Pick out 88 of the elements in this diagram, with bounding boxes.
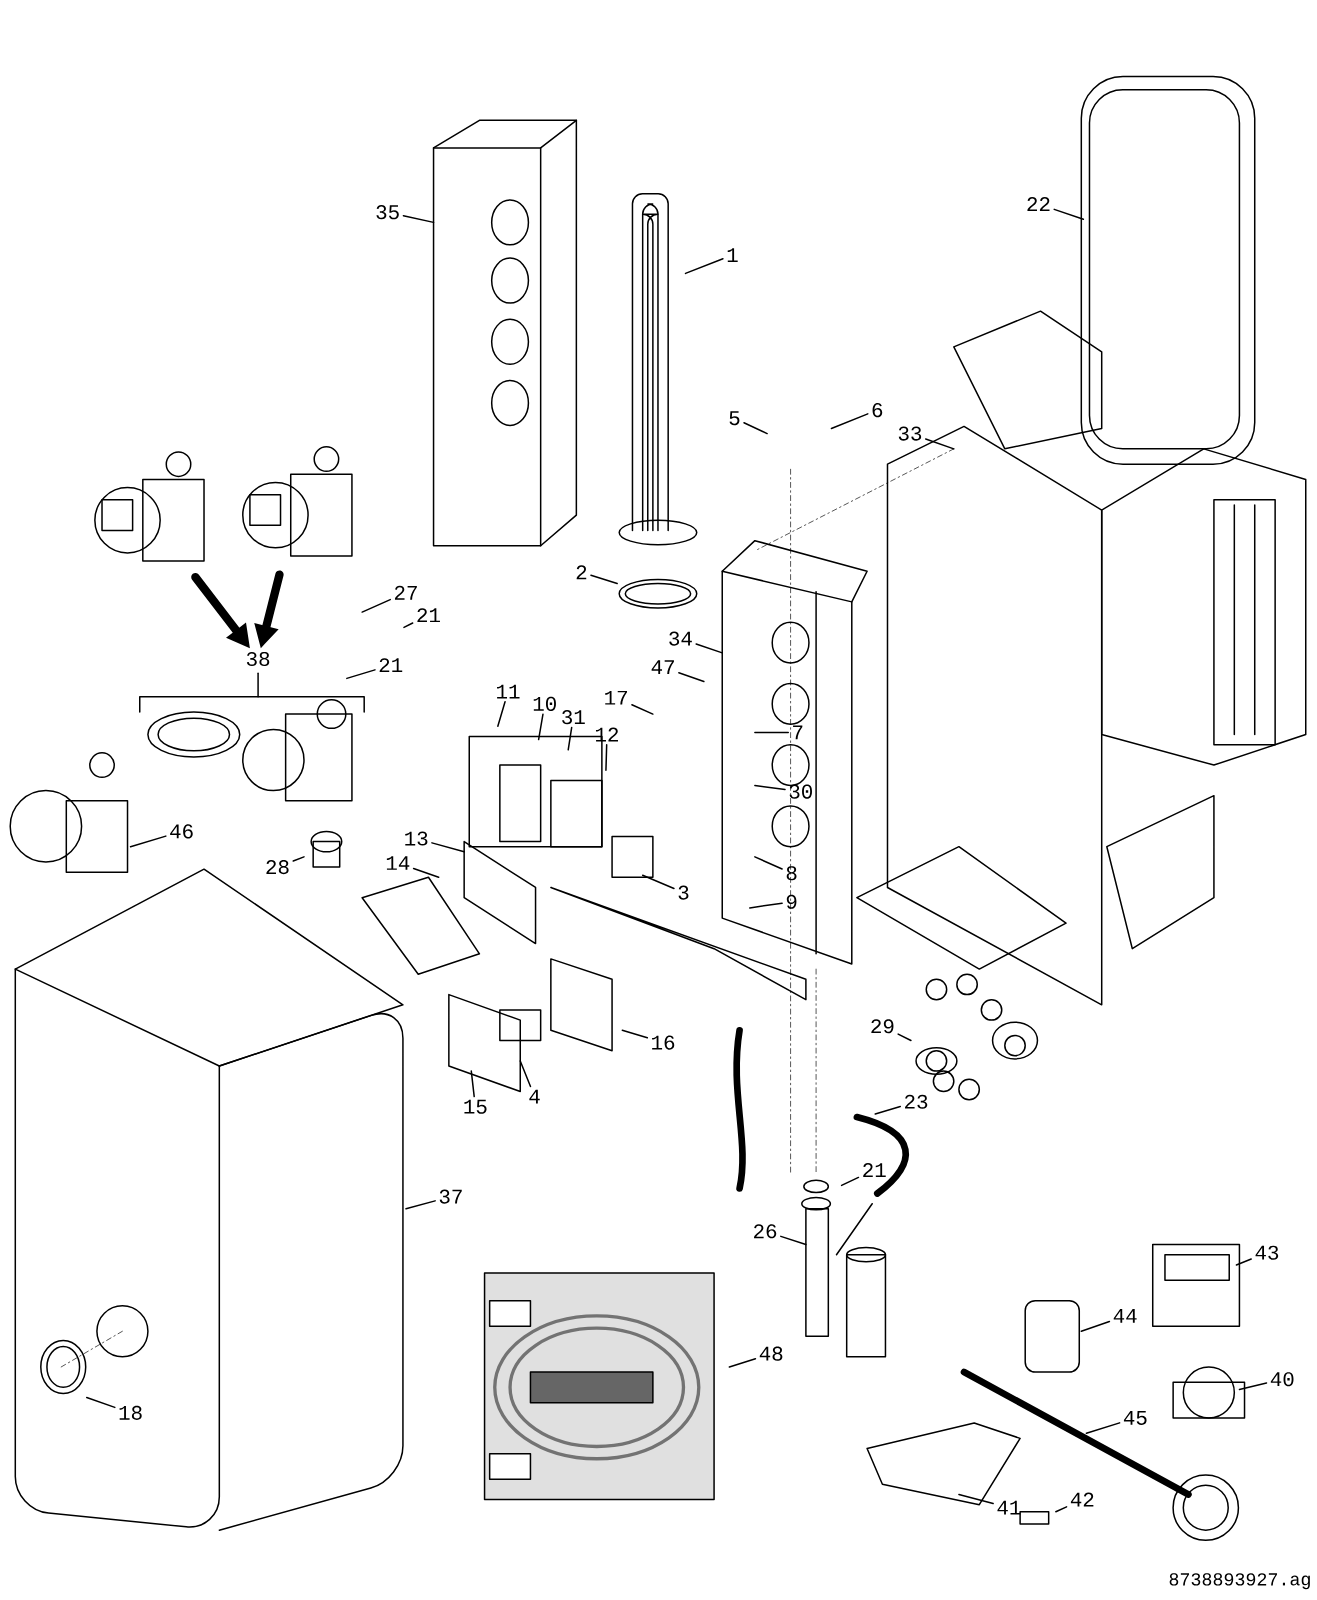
leader-line — [590, 574, 618, 585]
callout-number: 27 — [394, 585, 417, 600]
callout-number: 5 — [729, 411, 740, 426]
leader-line — [641, 874, 675, 890]
callout-number: 41 — [997, 1500, 1021, 1515]
leader-line — [631, 704, 654, 715]
leader-line — [897, 1033, 912, 1042]
leader-line — [695, 643, 723, 654]
leader-line — [85, 1396, 116, 1409]
callout-number: 21 — [863, 1163, 886, 1178]
callout-number: 47 — [651, 660, 674, 674]
callout-number: 28 — [266, 860, 289, 875]
callout-number: 45 — [1123, 1411, 1147, 1425]
callout-number: 34 — [669, 631, 692, 646]
callout-number: 40 — [1270, 1372, 1294, 1387]
leader-line — [1085, 1422, 1121, 1434]
callout-number: 30 — [789, 784, 812, 799]
leader-line — [743, 421, 768, 435]
callout-number: 9 — [786, 894, 797, 909]
pump-picture — [242, 446, 353, 557]
callout-number: 43 — [1255, 1245, 1279, 1260]
callout-number: 1 — [727, 248, 738, 262]
leader-line — [519, 1060, 532, 1088]
leader-line — [780, 1235, 807, 1246]
callout-number: 23 — [905, 1094, 928, 1109]
leader-line — [874, 1105, 902, 1115]
leader-line — [678, 671, 705, 683]
leader-line — [605, 743, 608, 771]
leader-line — [754, 784, 786, 791]
leader-line — [1053, 208, 1085, 221]
callout-number: 35 — [376, 205, 399, 220]
leader-line — [830, 413, 869, 430]
leader-line — [621, 1029, 649, 1039]
pump-picture — [94, 451, 205, 562]
leader-line — [1055, 1506, 1068, 1513]
callout-number: 10 — [533, 696, 556, 711]
leader-line — [431, 842, 465, 853]
callout-number: 18 — [119, 1405, 142, 1420]
callout-number: 16 — [652, 1035, 675, 1050]
leader-line — [402, 214, 435, 224]
callout-number: 15 — [464, 1099, 487, 1114]
leader-line — [346, 669, 376, 680]
callout-number: 48 — [759, 1346, 783, 1361]
leader-line — [361, 598, 391, 613]
leader-line — [840, 1176, 860, 1187]
callout-number: 37 — [439, 1189, 462, 1204]
leader-line — [1235, 1258, 1252, 1266]
callout-number: 44 — [1113, 1309, 1137, 1323]
leader-line — [497, 701, 506, 728]
leader-line — [1238, 1382, 1268, 1391]
callout-number: 21 — [417, 608, 440, 623]
leader-line — [754, 731, 789, 734]
callout-number: 22 — [1027, 197, 1050, 211]
leader-line — [684, 258, 724, 275]
callout-number: 21 — [379, 658, 403, 673]
leader-line — [403, 622, 414, 629]
drawing-number: 8738893927.ag — [1169, 1573, 1310, 1590]
callout-number: 7 — [793, 725, 803, 740]
callout-number: 31 — [562, 710, 585, 725]
leader-line — [924, 438, 955, 450]
leader-line — [1080, 1320, 1111, 1332]
callout-number: 29 — [871, 1019, 894, 1034]
callout-number: 38 — [246, 651, 270, 667]
leader-line — [537, 713, 544, 741]
leader-line — [292, 856, 305, 862]
callout-number: 13 — [405, 831, 428, 846]
callout-number: 2 — [576, 565, 587, 580]
leader-line — [749, 902, 783, 909]
callout-number: 17 — [605, 690, 627, 705]
callout-number: 12 — [596, 727, 618, 742]
callout-number: 33 — [898, 426, 922, 441]
leader-line — [405, 1200, 436, 1210]
callout-number: 46 — [170, 824, 193, 839]
callout-number: 14 — [386, 856, 410, 870]
leader-line — [754, 856, 783, 870]
callout-number: 6 — [872, 403, 883, 418]
leader-line — [567, 726, 573, 751]
leader-line — [958, 1493, 994, 1505]
callout-number: 4 — [529, 1089, 540, 1104]
leader-line — [470, 1070, 475, 1098]
leader-line — [412, 867, 440, 879]
callout-number: 11 — [497, 684, 520, 699]
callout-number: 42 — [1070, 1492, 1094, 1507]
callout-number: 3 — [678, 885, 689, 900]
leader-line — [129, 835, 167, 848]
callout-number: 26 — [754, 1224, 777, 1239]
callout-number: 8 — [786, 866, 797, 881]
leader-line — [728, 1357, 757, 1368]
